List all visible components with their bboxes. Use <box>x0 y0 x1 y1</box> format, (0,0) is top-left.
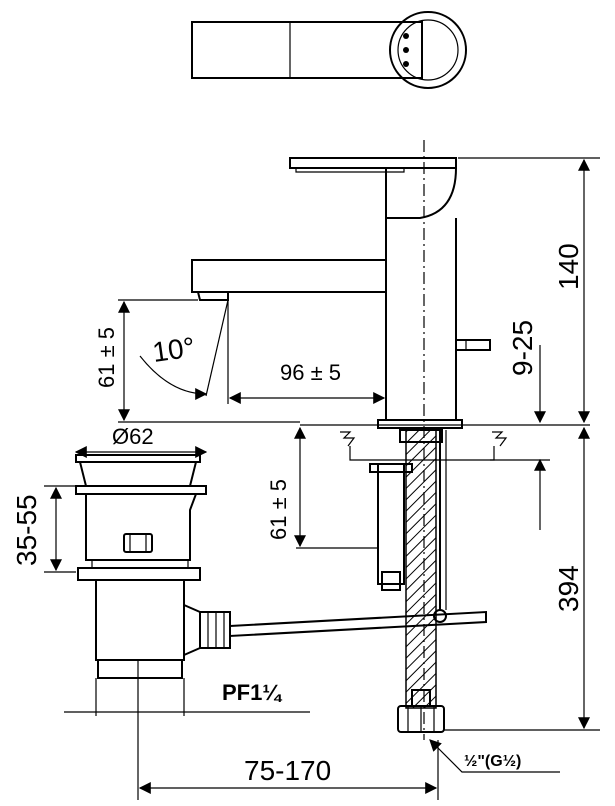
label-connection-thread: PF1¼ <box>222 680 282 705</box>
popup-knob <box>456 339 491 351</box>
lever-underside <box>295 167 405 173</box>
hose-top-fitting <box>399 429 443 443</box>
top-view-dot-3 <box>403 61 409 67</box>
dim-hose-leader <box>429 739 560 773</box>
waste-body <box>85 493 198 561</box>
lever-top <box>289 157 457 169</box>
dimension-lines <box>44 157 600 800</box>
waste-tail-nut <box>97 659 183 679</box>
mounting-shank <box>377 463 405 585</box>
cartridge-housing <box>385 167 457 219</box>
waste-cap <box>75 454 201 463</box>
spout <box>191 259 386 293</box>
dim-angle-arc <box>139 355 208 400</box>
top-view-dot-1 <box>403 33 409 39</box>
waste-slot <box>123 533 153 553</box>
label-hose-thread: ½"(G½) <box>464 753 521 770</box>
faucet-side-view <box>191 140 491 740</box>
label-waste-height: 35-55 <box>11 494 42 566</box>
waste-assembly <box>75 454 487 679</box>
pivot-rod <box>229 610 487 638</box>
label-spout-angle: 10° <box>151 331 197 368</box>
waste-locknut <box>77 567 201 581</box>
waste-tail <box>95 580 185 661</box>
label-lever-gap: 9-25 <box>507 320 538 376</box>
label-spout-height: 140 <box>553 243 584 290</box>
waste-flange <box>75 485 207 495</box>
label-total-length: 394 <box>553 565 584 612</box>
aerator <box>197 291 229 301</box>
top-view <box>191 11 467 89</box>
under-counter-assembly <box>369 427 447 733</box>
top-view-dot-2 <box>403 47 409 53</box>
label-waste-diameter: Ø62 <box>112 424 154 449</box>
pivot-nut <box>199 611 231 649</box>
faucet-body <box>385 218 457 421</box>
counter-section <box>300 424 590 461</box>
label-clearance-upper: 61 ± 5 <box>94 327 119 388</box>
faucet-base <box>377 419 463 429</box>
top-view-handle <box>191 21 423 79</box>
label-spout-reach: 96 ± 5 <box>280 360 341 385</box>
label-clearance-lower: 61 ± 5 <box>266 479 291 540</box>
label-rod-span: 75-170 <box>244 755 331 786</box>
top-view-body-outer <box>389 11 467 89</box>
dimension-labels: 140 394 9-25 61 ± 5 61 ± 5 96 ± 5 10° Ø6… <box>11 243 584 786</box>
top-view-body-inner <box>397 19 459 81</box>
supply-hose <box>405 427 437 709</box>
